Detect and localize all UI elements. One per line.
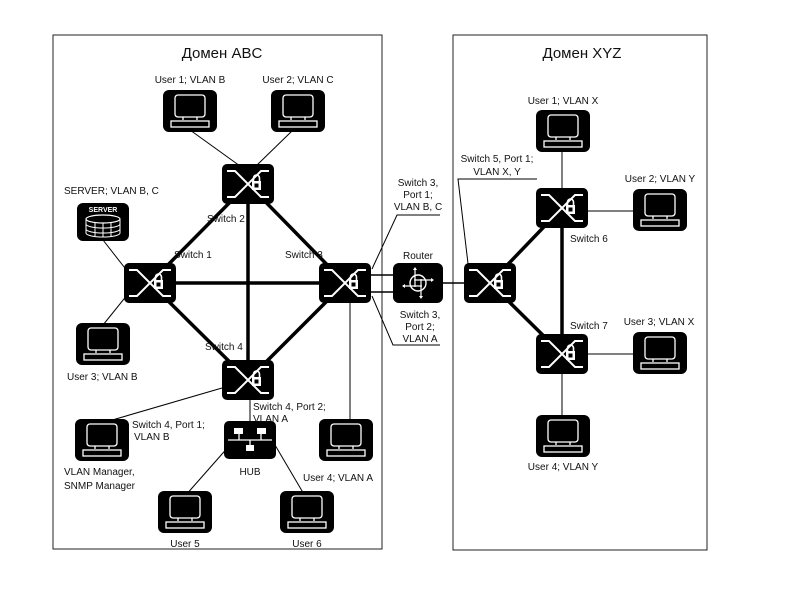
sw4-port2-line2: VLAN A (253, 414, 288, 425)
computer-icon (74, 418, 130, 462)
abc-user1-label: User 1; VLAN B (155, 75, 226, 86)
computer-icon (270, 89, 326, 133)
link-user6-hub (274, 444, 306, 497)
domain-xyz-frame (452, 34, 708, 551)
leader-sw3-port2 (371, 295, 440, 346)
hub-label: HUB (239, 467, 260, 478)
switch-1[interactable] (123, 262, 177, 304)
leader-sw5-port1 (457, 178, 537, 273)
computer-icon (535, 109, 591, 153)
xyz-user2[interactable] (632, 188, 688, 232)
hub[interactable] (224, 421, 276, 459)
switch-3-label: Switch 3 (285, 250, 323, 261)
sw3-port1-line2: Port 1; (403, 190, 432, 201)
computer-icon (279, 490, 335, 534)
xyz-user3[interactable] (632, 331, 688, 375)
switch-4-label: Switch 4 (205, 342, 243, 353)
sw3-port2-line2: Port 2; (405, 322, 434, 333)
computer-icon (318, 418, 374, 462)
switch-7[interactable] (535, 333, 589, 375)
vlan-manager[interactable] (74, 418, 130, 462)
switch-2[interactable] (221, 163, 275, 205)
switch-3[interactable] (318, 262, 372, 304)
switch-6-label: Switch 6 (570, 234, 608, 245)
abc-user1[interactable] (162, 89, 218, 133)
router-icon (393, 263, 443, 303)
abc-user5[interactable] (157, 490, 213, 534)
abc-user5-label: User 5 (170, 539, 200, 550)
switch-6[interactable] (535, 187, 589, 229)
computer-icon (157, 490, 213, 534)
switch-2-label: Switch 2 (207, 214, 245, 225)
abc-user6[interactable] (279, 490, 335, 534)
switch-icon (318, 262, 372, 304)
switch-icon (221, 359, 275, 401)
sw4-port1-line1: Switch 4, Port 1; (132, 420, 205, 431)
sw5-port1-line1: Switch 5, Port 1; (461, 154, 534, 165)
sw3-port1-line1: Switch 3, (398, 178, 439, 189)
xyz-user3-label: User 3; VLAN X (624, 317, 695, 328)
computer-icon (535, 414, 591, 458)
switch-icon (535, 187, 589, 229)
xyz-user2-label: User 2; VLAN Y (625, 174, 696, 185)
computer-icon (632, 188, 688, 232)
xyz-user4[interactable] (535, 414, 591, 458)
computer-icon (632, 331, 688, 375)
link-user5-hub (184, 444, 231, 497)
switch-icon (221, 163, 275, 205)
sw5-port1-line2: VLAN X, Y (473, 167, 521, 178)
server-icon (77, 203, 129, 241)
manager-label-2: SNMP Manager (64, 481, 136, 492)
domain-xyz-title: Домен XYZ (543, 45, 622, 62)
link-user2-sw2 (255, 129, 294, 167)
sw4-port2-line1: Switch 4, Port 2; (253, 402, 326, 413)
computer-icon (162, 89, 218, 133)
switch-1-label: Switch 1 (174, 250, 212, 261)
xyz-user4-label: User 4; VLAN Y (528, 462, 599, 473)
manager-label-1: VLAN Manager, (64, 467, 135, 478)
router[interactable] (393, 263, 443, 303)
switch-icon (123, 262, 177, 304)
sw3-port2-line3: VLAN A (402, 334, 437, 345)
abc-user3[interactable] (75, 322, 131, 366)
xyz-user1[interactable] (535, 109, 591, 153)
sw4-port1-line2: VLAN B (134, 432, 170, 443)
abc-user4-label: User 4; VLAN A (303, 473, 373, 484)
link-user3-sw1 (102, 293, 129, 326)
hub-icon (224, 421, 276, 459)
link-server-sw1 (102, 239, 129, 273)
abc-user2[interactable] (270, 89, 326, 133)
switch-icon (535, 333, 589, 375)
switch-icon (463, 262, 517, 304)
access-links (101, 129, 635, 497)
switch-4[interactable] (221, 359, 275, 401)
sw3-port1-line3: VLAN B, C (394, 202, 442, 213)
computer-icon (75, 322, 131, 366)
leader-sw3-port1 (371, 214, 440, 270)
abc-user4[interactable] (318, 418, 374, 462)
switch-7-label: Switch 7 (570, 321, 608, 332)
server-inner-label: SERVER (89, 207, 118, 214)
link-manager-sw4 (101, 387, 223, 424)
xyz-user1-label: User 1; VLAN X (528, 96, 599, 107)
router-label: Router (403, 251, 434, 262)
sw3-port2-line1: Switch 3, (400, 310, 441, 321)
abc-user6-label: User 6 (292, 539, 322, 550)
server[interactable]: SERVER (77, 203, 129, 241)
switch-5[interactable] (463, 262, 517, 304)
server-label: SERVER; VLAN B, C (64, 186, 159, 197)
link-user1-sw2 (189, 129, 241, 167)
abc-user3-label: User 3; VLAN B (67, 372, 138, 383)
domain-abc-title: Домен ABC (182, 45, 263, 62)
abc-user2-label: User 2; VLAN C (262, 75, 333, 86)
